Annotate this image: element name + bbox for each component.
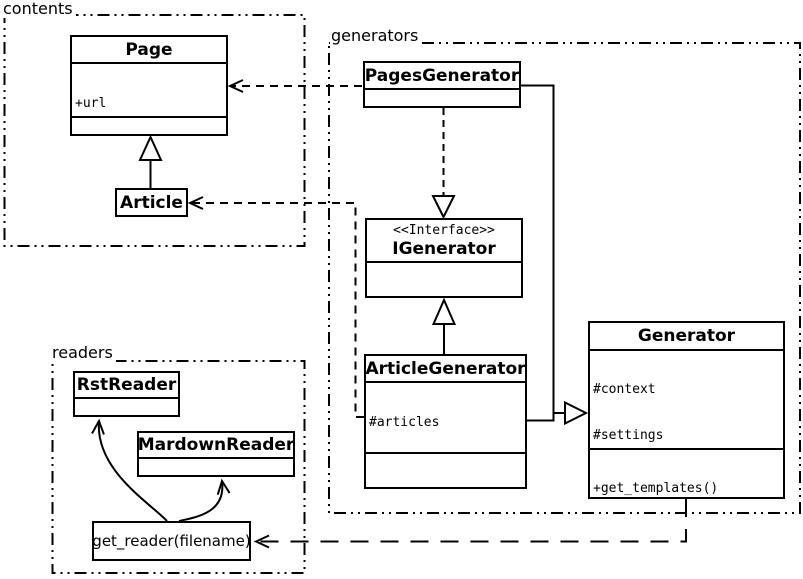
class-pagesgenerator-attributes: #pages: [365, 88, 519, 108]
function-get-reader: get_reader(filename): [92, 521, 251, 561]
triangle-pagesgenerator-realizes-igenerator: [431, 195, 456, 220]
class-mardownreader-title: MardownReader: [137, 435, 295, 455]
class-generator: Generator #context #settings #path #them…: [588, 321, 785, 499]
class-page-attributes: +url +slug +summary: [72, 62, 226, 116]
class-rstreader-title: RstReader: [76, 375, 177, 395]
package-readers-label: readers: [51, 344, 116, 362]
class-article: Article: [115, 188, 188, 217]
class-generator-methods: +get_templates() +get_files(path,exclude…: [590, 448, 783, 499]
class-articlegenerator: ArticleGenerator #articles #dates #tags …: [364, 354, 527, 489]
class-rstreader: RstReader +read(): [73, 371, 180, 417]
edge-getreader-to-mardownreader: [178, 478, 231, 522]
class-articlegenerator-title: ArticleGenerator: [365, 358, 526, 379]
class-article-title: Article: [120, 192, 183, 213]
method: +generate_context(): [370, 294, 519, 298]
class-generator-title: Generator: [637, 326, 736, 346]
class-igenerator: <<Interface>> IGenerator +generate_conte…: [365, 218, 523, 298]
class-articlegenerator-attributes: #articles #dates #tags #categories: [366, 381, 525, 452]
edge-articlegenerator-to-article: [187, 196, 364, 418]
class-page-title: Page: [125, 39, 173, 60]
class-pagesgenerator: PagesGenerator #pages: [363, 61, 521, 108]
triangle-article-extends-page: [138, 134, 163, 161]
edge-generator-to-getreader: [253, 499, 687, 549]
class-page-methods: +check_properties(): [72, 116, 226, 136]
class-igenerator-title: IGenerator: [392, 239, 496, 259]
class-pagesgenerator-title: PagesGenerator: [364, 65, 520, 86]
attribute: #context: [593, 382, 656, 397]
attribute: +url: [75, 96, 107, 111]
edge-articlegenerator-extends-generator: [526, 413, 555, 422]
package-contents-label: contents: [2, 0, 76, 18]
attribute: #articles: [369, 415, 440, 430]
attribute: #settings: [593, 428, 664, 443]
method: +generate_feeds(): [369, 485, 522, 489]
package-generators-label: generators: [330, 27, 422, 45]
class-igenerator-header: <<Interface>> IGenerator: [367, 220, 521, 261]
class-generator-attributes: #context #settings #path #theme #output_…: [590, 349, 783, 448]
interface-stereotype: <<Interface>>: [393, 223, 495, 238]
triangle-articlegenerator-extends-igenerator: [431, 297, 457, 325]
triangle-extends-generator: [564, 400, 589, 426]
method: +get_templates(): [593, 481, 719, 496]
class-mardownreader: MardownReader +read(): [137, 431, 295, 477]
class-page: Page +url +slug +summary +check_properti…: [70, 35, 228, 136]
class-articlegenerator-methods: +generate_feeds() +generate_pages(): [366, 452, 525, 489]
class-mardownreader-methods: +read(): [139, 457, 293, 477]
class-igenerator-methods: +generate_context() +generate_output(): [367, 261, 521, 298]
class-rstreader-methods: +read(): [75, 397, 178, 417]
